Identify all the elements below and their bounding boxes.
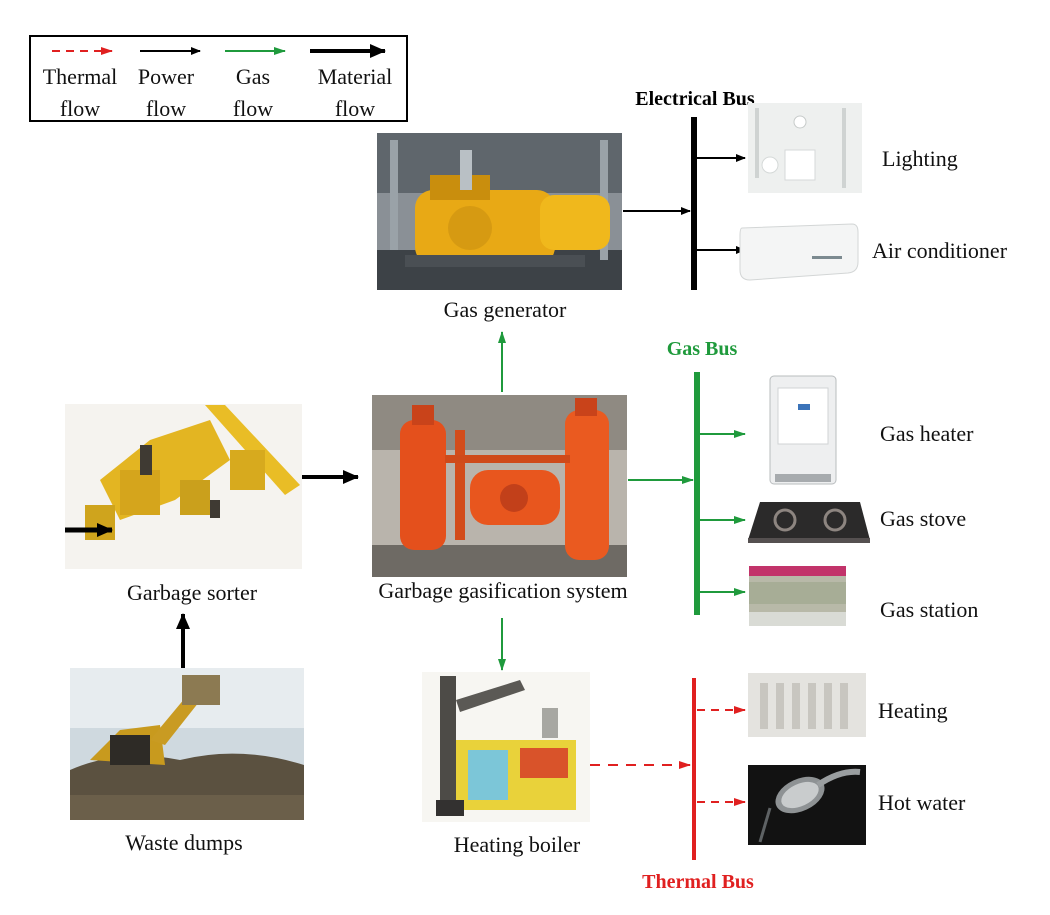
lighting-label: Lighting <box>882 146 958 171</box>
gas-heater-label: Gas heater <box>880 421 974 446</box>
gas-stove-label: Gas stove <box>880 506 966 531</box>
hot-water-label: Hot water <box>878 790 966 815</box>
legend-gas-line1: Gas <box>236 64 270 89</box>
air-conditioner-image <box>739 223 859 281</box>
heating-boiler-label: Heating boiler <box>454 832 581 857</box>
gas-bus-label: Gas Bus <box>667 338 738 360</box>
heating-label: Heating <box>878 698 948 723</box>
garbage-sorter-image <box>65 404 302 569</box>
air-conditioner-label: Air conditioner <box>872 238 1008 263</box>
legend-thermal-line1: Thermal <box>43 64 118 89</box>
hot-water-image <box>748 765 866 845</box>
legend-thermal-line2: flow <box>60 96 100 121</box>
legend-material-line1: Material <box>318 64 393 89</box>
gas-generator-image <box>377 133 622 290</box>
heating-image <box>748 673 866 737</box>
legend-power-line1: Power <box>138 64 195 89</box>
legend-gas-line2: flow <box>233 96 273 121</box>
waste-dumps-image <box>70 668 304 820</box>
thermal-bus-label: Thermal Bus <box>642 871 754 893</box>
garbage-sorter-label: Garbage sorter <box>127 580 258 605</box>
gas-station-label: Gas station <box>880 597 978 622</box>
gasification-system-image <box>372 395 627 577</box>
waste-dumps-label: Waste dumps <box>125 830 242 855</box>
legend: Thermal flow Power flow Gas flow Materia… <box>29 35 408 122</box>
heating-boiler-image <box>422 672 590 822</box>
gas-stove-image <box>748 502 870 543</box>
legend-power-line2: flow <box>146 96 186 121</box>
gas-generator-label: Gas generator <box>444 297 567 322</box>
electrical-bus-label: Electrical Bus <box>635 88 755 110</box>
lighting-image <box>748 103 862 193</box>
gas-heater-image <box>769 375 837 485</box>
legend-material-line2: flow <box>335 96 375 121</box>
gasification-system-label: Garbage gasification system <box>378 578 627 603</box>
gas-station-image <box>749 566 846 626</box>
